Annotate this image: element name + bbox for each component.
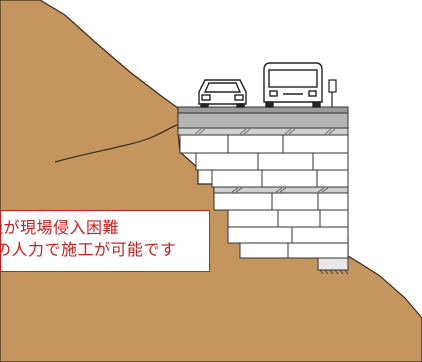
- bus-icon: [263, 62, 323, 108]
- footing-hatch: [318, 269, 349, 275]
- road-slab: [177, 112, 349, 129]
- callout-line-1: 機が現場侵入困難: [0, 218, 120, 237]
- footing: [317, 257, 349, 271]
- fault-line: [54, 123, 181, 163]
- road-surface: [177, 106, 349, 114]
- info-callout: 機が現場侵入困難 の人力で施工が可能です: [0, 210, 210, 272]
- reinforcement-hatch: [194, 128, 336, 135]
- road-sign-icon: [328, 79, 337, 107]
- reinforcement-band: [177, 127, 349, 136]
- block-wall: [179, 134, 349, 259]
- car-icon: [198, 79, 247, 108]
- callout-line-2: の人力で施工が可能です: [0, 240, 177, 259]
- band-hatch: [231, 187, 329, 193]
